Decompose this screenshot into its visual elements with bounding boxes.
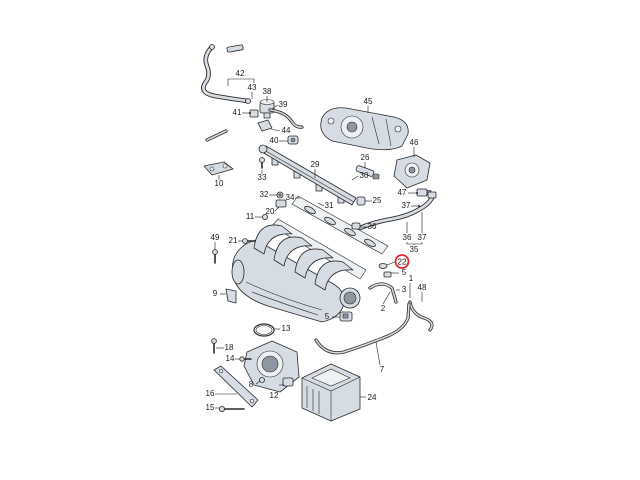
callout-13: 13 [282,324,291,333]
valve-5 [339,311,353,322]
callout-22-highlighted: 22 [398,258,407,267]
washer [261,213,268,220]
callout-33: 33 [258,173,267,182]
callout-48: 48 [418,283,427,292]
callout-9: 9 [213,289,218,298]
callout-46: 46 [410,138,419,147]
callout-26: 26 [361,153,370,162]
callout-36-b: 36 [403,233,412,242]
callout-8: 8 [249,380,254,389]
hose-connector [351,222,361,230]
seal [257,119,273,132]
injector-connector [355,165,380,180]
vacuum-pump [320,107,409,151]
callout-29: 29 [311,160,320,169]
throttle-body [243,340,300,393]
cap [287,135,299,145]
callout-45: 45 [364,97,373,106]
callout-25: 25 [373,196,382,205]
callout-18: 18 [225,343,234,352]
o-ring [378,263,388,269]
callout-21: 21 [229,236,238,245]
callout-5-a: 5 [402,268,407,277]
vent-hose [368,282,398,304]
small-bracket [225,288,237,304]
callout-2: 2 [381,304,386,313]
support-bracket [213,365,259,408]
callout-24: 24 [368,393,377,402]
callout-10: 10 [215,179,224,188]
vacuum-pipe [314,302,411,355]
bolt-15 [218,405,245,412]
callout-34: 34 [286,193,295,202]
callout-16: 16 [206,389,215,398]
bolt [276,191,284,199]
highlight-ring [394,254,410,269]
callout-35: 35 [410,245,419,254]
callout-44: 44 [282,126,291,135]
callout-31: 31 [325,201,334,210]
connector-5 [383,271,392,278]
callout-3: 3 [402,285,407,294]
connector-25 [356,196,366,206]
callout-47: 47 [398,188,407,197]
callout-11: 11 [246,212,255,221]
callout-32: 32 [260,190,269,199]
callout-12: 12 [270,391,279,400]
callout-39: 39 [279,100,288,109]
breather-hose [201,44,251,104]
callout-labels: 42 43 38 39 41 44 40 45 46 29 26 30 47 1… [206,69,427,412]
callout-5-b: 5 [325,312,330,321]
fuel-line [357,191,437,231]
callout-30: 30 [360,171,369,180]
bent-tube [268,108,304,129]
bolt-14 [239,356,252,362]
callout-37-a: 37 [402,201,411,210]
callout-15: 15 [206,403,215,412]
clip [249,109,259,118]
callout-37-b: 37 [418,233,427,242]
bolt-18 [211,338,217,354]
callout-41: 41 [233,108,242,117]
leader-lines [214,78,423,409]
callout-7: 7 [380,365,385,374]
mounting-bracket [203,161,234,176]
callout-14: 14 [226,354,235,363]
intake-box [301,363,361,422]
holder [275,199,287,208]
callout-40: 40 [270,136,279,145]
screw [259,157,265,169]
callout-38: 38 [263,87,272,96]
callout-36-a: 36 [368,222,377,231]
parts-group [201,44,437,422]
callout-42: 42 [236,69,245,78]
manifold-gasket [291,195,389,255]
callout-1: 1 [409,274,414,283]
callout-49: 49 [211,233,220,242]
callout-20: 20 [266,207,275,216]
locating-pin [205,129,228,142]
callout-43: 43 [248,83,257,92]
hose-48 [408,300,434,332]
high-pressure-pump [393,154,431,189]
fuel-rail [258,144,357,206]
throttle-gasket [253,323,275,337]
